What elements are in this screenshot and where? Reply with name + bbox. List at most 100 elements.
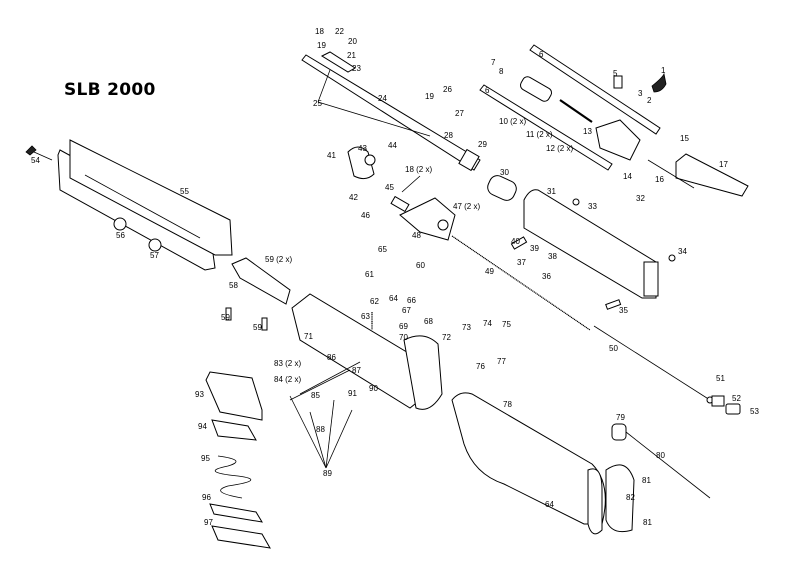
leader-25b — [317, 101, 431, 137]
part-label: 93 — [195, 390, 204, 399]
handguard-55 — [57, 139, 233, 271]
trigger-housing-58 — [231, 257, 291, 305]
part-label: 6 — [485, 86, 490, 95]
part-label: 14 — [623, 172, 632, 181]
part-label: 8 — [499, 67, 504, 76]
part-label: 26 — [443, 85, 452, 94]
part-label: 67 — [402, 306, 411, 315]
part-label: 39 — [530, 244, 539, 253]
recoil-spring-49 — [451, 235, 591, 331]
part-label: 81 — [642, 476, 651, 485]
part-label: 15 — [680, 134, 689, 143]
part-label: 89 — [323, 469, 332, 478]
part-label: 18 (2 x) — [405, 165, 433, 174]
part-label: 71 — [304, 332, 313, 341]
plate-96 — [209, 503, 263, 523]
part-label: 23 — [352, 64, 361, 73]
operating-rod-6 — [479, 44, 661, 171]
magazine-93 — [205, 371, 263, 421]
rods-11-12 — [559, 99, 593, 123]
part-label: 69 — [399, 322, 408, 331]
part-label: 13 — [583, 127, 592, 136]
part-label: 33 — [588, 202, 597, 211]
part-label: 87 — [352, 366, 361, 375]
part-label: 36 — [542, 272, 551, 281]
nut-57 — [148, 238, 162, 252]
part-label: 83 (2 x) — [274, 359, 302, 368]
part-label: 56 — [116, 231, 125, 240]
part-label: 29 — [478, 140, 487, 149]
part-label: 45 — [385, 183, 394, 192]
part-label: 52 — [732, 394, 741, 403]
part-label: 57 — [150, 251, 159, 260]
part-label: 30 — [500, 168, 509, 177]
part-label: 86 — [327, 353, 336, 362]
part-5 — [613, 75, 623, 89]
part-52 — [711, 395, 725, 407]
part-label: 72 — [442, 333, 451, 342]
part-label: 34 — [678, 247, 687, 256]
guide-rod-50 — [593, 325, 711, 401]
part-label: 64 — [389, 294, 398, 303]
part-label: 74 — [483, 319, 492, 328]
part-label: 48 — [412, 231, 421, 240]
part-label: 64 — [545, 500, 554, 509]
spring-95 — [214, 455, 252, 499]
part-label: 81 — [643, 518, 652, 527]
bushing-30 — [487, 175, 517, 201]
part-label: 68 — [424, 317, 433, 326]
part-label: 25 — [313, 99, 322, 108]
part-label: 96 — [202, 493, 211, 502]
part-label: 95 — [201, 454, 210, 463]
part-label: 31 — [547, 187, 556, 196]
part-label: 84 (2 x) — [274, 375, 302, 384]
part-label: 88 — [316, 425, 325, 434]
part-label: 82 — [626, 493, 635, 502]
part-label: 27 — [455, 109, 464, 118]
part-label: 10 (2 x) — [499, 117, 527, 126]
part-label: 76 — [476, 362, 485, 371]
receiver-cover-17 — [675, 153, 749, 197]
leader-lines-89 — [289, 361, 361, 469]
receiver-31 — [523, 189, 659, 299]
part-label: 37 — [517, 258, 526, 267]
part-label: 61 — [365, 270, 374, 279]
gas-block-43 — [347, 146, 376, 180]
part-10 — [519, 76, 553, 102]
part-label: 70 — [399, 333, 408, 342]
lower-receiver-71 — [291, 293, 443, 410]
part-label: 43 — [358, 144, 367, 153]
part-34 — [668, 254, 676, 262]
part-label: 1 — [661, 66, 666, 75]
pin-40 — [510, 236, 528, 250]
part-label: 35 — [619, 306, 628, 315]
part-label: 65 — [378, 245, 387, 254]
leader-25a — [317, 69, 331, 103]
part-label: 47 (2 x) — [453, 202, 481, 211]
part-label: 24 — [378, 94, 387, 103]
part-53 — [725, 403, 741, 415]
part-label: 19 — [317, 41, 326, 50]
buttplate-82 — [605, 464, 635, 533]
part-label: 44 — [388, 141, 397, 150]
part-label: 62 — [370, 297, 379, 306]
part-label: 59 — [221, 313, 230, 322]
part-label: 3 — [638, 89, 643, 98]
part-label: 12 (2 x) — [546, 144, 574, 153]
part-1 — [651, 72, 667, 93]
part-label: 17 — [719, 160, 728, 169]
part-label: 20 — [348, 37, 357, 46]
part-label: 63 — [361, 312, 370, 321]
part-label: 16 — [655, 175, 664, 184]
part-label: 41 — [327, 151, 336, 160]
part-label: 21 — [347, 51, 356, 60]
part-label: 18 — [315, 27, 324, 36]
part-label: 53 — [750, 407, 759, 416]
nut-56 — [113, 217, 127, 231]
part-label: 54 — [31, 156, 40, 165]
part-label: 55 — [180, 187, 189, 196]
part-label: 40 — [511, 237, 520, 246]
part-23 — [320, 51, 356, 73]
